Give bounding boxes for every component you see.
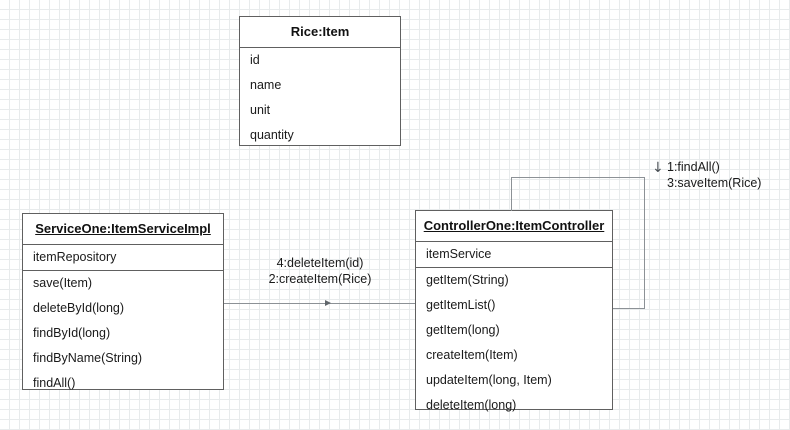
uml-operation-row: save(Item) [33, 276, 93, 290]
uml-box-service-operations: save(Item) deleteById(long) findById(lon… [23, 271, 223, 396]
uml-attribute-row: id [250, 53, 260, 67]
uml-box-controller[interactable]: ControllerOne:ItemController itemService… [415, 210, 613, 412]
uml-operation-row: deleteById(long) [33, 301, 125, 315]
uml-box-controller-operations: getItem(String) getItemList() getItem(lo… [416, 268, 612, 418]
edge-label-line-2: 2:createItem(Rice) [268, 272, 372, 286]
edge-label-line-1: 4:deleteItem(id) [276, 256, 364, 270]
uml-operation-row: getItem(long) [426, 323, 500, 337]
uml-operation-row: findById(long) [33, 326, 111, 340]
uml-attribute-row: unit [250, 103, 271, 117]
uml-operation-row: getItem(String) [426, 273, 509, 287]
uml-attribute-row: itemRepository [33, 250, 117, 264]
uml-operation-row: deleteItem(long) [426, 398, 517, 412]
edge-controller-to-service-label: 4:deleteItem(id) 2:createItem(Rice) [245, 255, 395, 287]
uml-operation-row: findAll() [33, 376, 76, 390]
edge-label-line-1: 1:findAll() [667, 160, 720, 174]
uml-operation-row: findByName(String) [33, 351, 143, 365]
uml-box-item-attributes: id name unit quantity [240, 48, 400, 148]
edge-self-loop-segment-top[interactable] [511, 177, 645, 178]
edge-self-loop-arrow-icon: ↓ [652, 160, 664, 176]
uml-attribute-row: name [250, 78, 282, 92]
edge-controller-to-service-line[interactable] [224, 303, 415, 304]
edge-self-loop-segment-bottom[interactable] [613, 308, 645, 309]
uml-attribute-row: quantity [250, 128, 294, 142]
uml-box-item-title: Rice:Item [240, 17, 400, 48]
edge-controller-to-service-arrowhead [325, 300, 331, 306]
uml-operation-row: createItem(Item) [426, 348, 518, 362]
edge-self-loop-label: 1:findAll() 3:saveItem(Rice) [667, 159, 761, 191]
uml-operation-row: updateItem(long, Item) [426, 373, 552, 387]
uml-box-service-title: ServiceOne:ItemServiceImpl [23, 214, 223, 245]
uml-box-controller-attributes: itemService [416, 242, 612, 268]
uml-operation-row: getItemList() [426, 298, 496, 312]
uml-box-controller-title: ControllerOne:ItemController [416, 211, 612, 242]
edge-self-loop-segment-right[interactable] [644, 177, 645, 308]
uml-box-service[interactable]: ServiceOne:ItemServiceImpl itemRepositor… [22, 213, 224, 390]
uml-attribute-row: itemService [426, 247, 492, 261]
uml-box-service-attributes: itemRepository [23, 245, 223, 271]
edge-self-loop-segment-up[interactable] [511, 177, 512, 211]
uml-box-item[interactable]: Rice:Item id name unit quantity [239, 16, 401, 146]
edge-label-line-2: 3:saveItem(Rice) [667, 176, 762, 190]
